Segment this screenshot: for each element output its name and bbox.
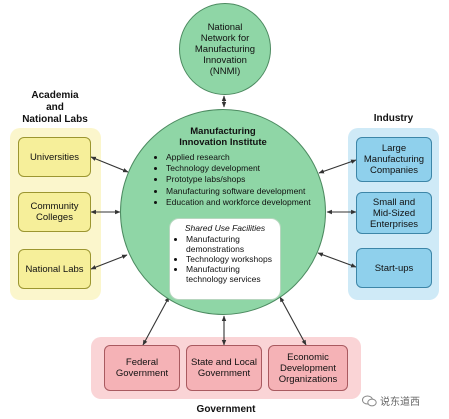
arrow-universities (90, 156, 129, 173)
institute-activity: Technology development (166, 163, 311, 174)
shared-use-item: Manufacturing demonstrations (186, 234, 272, 254)
universities-box: Universities (18, 137, 91, 177)
shared-use-item: Manufacturing technology services (186, 264, 272, 284)
state-local-government-box: State and Local Government (186, 345, 262, 391)
institute-activity: Education and workforce development (166, 197, 311, 208)
institute-activity: Manufacturing software development (166, 186, 311, 197)
watermark-text: 说东道西 (380, 397, 420, 408)
watermark: 说东道西 (362, 393, 420, 408)
economic-development-box: Economic Development Organizations (268, 345, 348, 391)
shared-use-list: Manufacturing demonstrations Technology … (176, 234, 272, 284)
small-enterprises-box: Small and Mid-Sized Enterprises (356, 192, 432, 234)
institute-circle: Manufacturing Innovation Institute Appli… (120, 109, 326, 315)
community-colleges-box: Community Colleges (18, 192, 91, 232)
nnmi-label: National Network for Manufacturing Innov… (194, 21, 256, 77)
arrow-national-labs (90, 254, 128, 270)
industry-label: Industry (373, 113, 414, 124)
institute-title: Manufacturing Innovation Institute (179, 126, 267, 148)
wechat-icon (362, 395, 377, 406)
arrow-start-ups (317, 252, 357, 268)
arrow-large-companies (318, 159, 357, 174)
start-ups-box: Start-ups (356, 248, 432, 288)
shared-use-title: Shared Use Facilities (184, 223, 266, 233)
institute-activity: Prototype labs/shops (166, 174, 311, 185)
shared-use-item: Technology workshops (186, 254, 272, 264)
institute-activities: Applied research Technology development … (155, 152, 311, 208)
federal-government-box: Federal Government (104, 345, 180, 391)
arrow-economic (279, 296, 307, 346)
national-labs-box: National Labs (18, 249, 91, 289)
nnmi-circle: National Network for Manufacturing Innov… (179, 3, 271, 95)
academia-label: Academia and National Labs (22, 90, 88, 125)
shared-use-facilities: Shared Use Facilities Manufacturing demo… (169, 218, 281, 300)
institute-activity: Applied research (166, 152, 311, 163)
large-companies-box: Large Manufacturing Companies (356, 137, 432, 182)
government-label: Government (196, 404, 256, 415)
arrow-federal (142, 296, 170, 346)
